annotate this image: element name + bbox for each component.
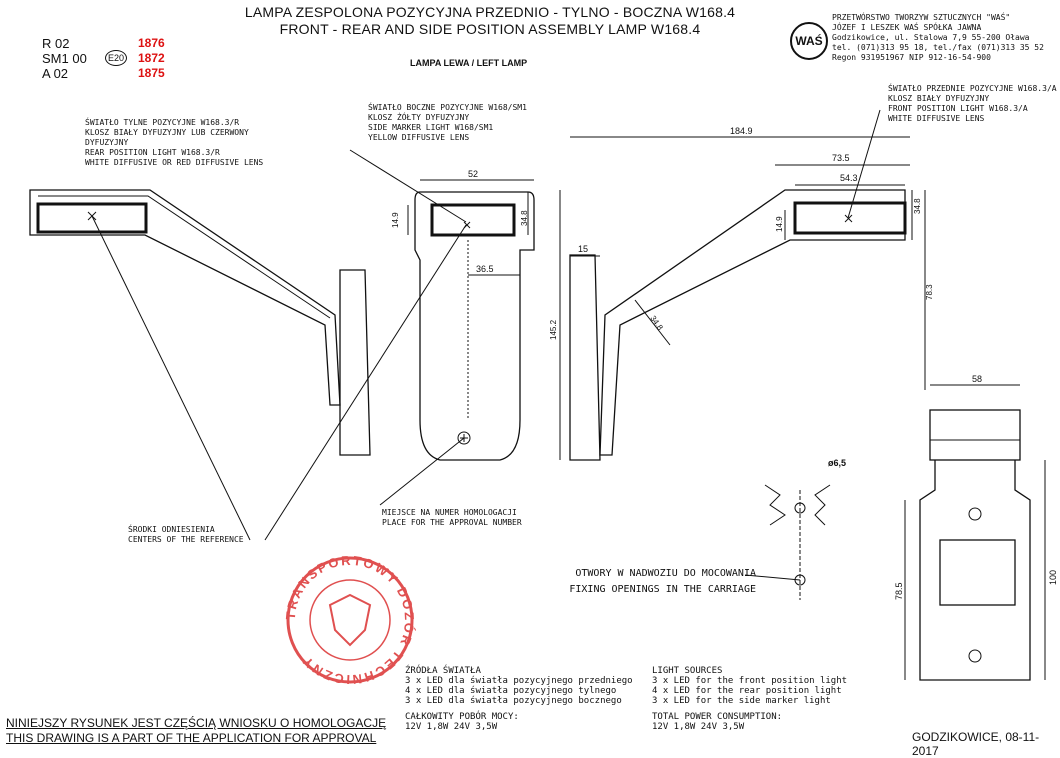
- dim-54-3: 54.3: [840, 173, 858, 183]
- center-lamp-body: [414, 191, 535, 461]
- label-line: CENTERS OF THE REFERENCE: [128, 535, 244, 544]
- sources-title: LIGHT SOURCES: [652, 666, 723, 676]
- company-line: tel. (071)313 95 18, tel./fax (071)313 3…: [832, 43, 1044, 52]
- label-line: ŚWIATŁO TYLNE POZYCYJNE W168.3/R: [85, 118, 240, 127]
- number-1: 1876: [138, 36, 165, 50]
- number-3: 1875: [138, 66, 165, 80]
- code-r: R 02: [42, 36, 70, 51]
- subtitle: LAMPA LEWA / LEFT LAMP: [410, 58, 528, 68]
- label-line: KLOSZ ŻÓŁTY DYFUZYJNY: [368, 113, 470, 122]
- label-line: FIXING OPENINGS IN THE CARRIAGE: [569, 584, 756, 595]
- sources-en: LIGHT SOURCES 3 x LED for the front posi…: [652, 666, 847, 732]
- dim-100: 100: [1048, 570, 1058, 585]
- dim-78-3: 78.3: [925, 284, 934, 300]
- source-line: 3 x LED dla światła pozycyjnego bocznego: [405, 696, 622, 706]
- code-list: R 02 SM1 00 A 02: [42, 36, 87, 81]
- source-line: 3 x LED dla światła pozycyjnego przednie…: [405, 676, 633, 686]
- left-rear-lens: [36, 202, 148, 234]
- fixing-label: OTWORY W NADWOZIU DO MOCOWANIA FIXING OP…: [560, 566, 756, 598]
- title-en: FRONT - REAR AND SIDE POSITION ASSEMBLY …: [279, 21, 701, 37]
- power-value: 12V 1,8W 24V 3,5W: [405, 722, 498, 732]
- left-base: [339, 269, 371, 456]
- dim-34-8c: 34.8: [648, 314, 665, 332]
- label-line: ŚWIATŁO PRZEDNIE POZYCYJNE W168.3/A: [888, 84, 1057, 93]
- dim-145-2: 145.2: [549, 319, 558, 340]
- footer-line-en: THIS DRAWING IS A PART OF THE APPLICATIO…: [6, 731, 377, 745]
- left-lamp-arm: [29, 189, 341, 406]
- label-line: WHITE DIFFUSIVE LENS: [888, 114, 985, 123]
- dim-34-8b: 34.8: [913, 198, 922, 214]
- right-front-lens: [793, 201, 907, 235]
- bottom-view-body: [919, 460, 1031, 681]
- front-light-label: ŚWIATŁO PRZEDNIE POZYCYJNE W168.3/A KLOS…: [888, 84, 1057, 124]
- label-line: FRONT POSITION LIGHT W168.3/A: [888, 104, 1028, 113]
- label-line: PLACE FOR THE APPROVAL NUMBER: [382, 518, 522, 527]
- side-light-label: ŚWIATŁO BOCZNE POZYCYJNE W168/SM1 KLOSZ …: [368, 103, 527, 143]
- number-2: 1872: [138, 51, 165, 65]
- dim-14-9: 14.9: [391, 212, 400, 228]
- stamp: TRANSPORTOWY DOZÓR TECHNICZNY: [283, 553, 417, 687]
- footer-line-pl: NINIEJSZY RYSUNEK JEST CZĘŚCIĄ WNIOSKU O…: [6, 716, 387, 730]
- company-line: Godzikowice, ul. Stalowa 7,9 55-200 Oław…: [832, 33, 1030, 42]
- dim-184-9: 184.9: [730, 126, 753, 136]
- e-mark: E20: [105, 50, 127, 66]
- rear-light-label: ŚWIATŁO TYLNE POZYCYJNE W168.3/R KLOSZ B…: [85, 118, 263, 168]
- approval-label: MIEJSCE NA NUMER HOMOLOGACJI PLACE FOR T…: [382, 508, 522, 528]
- right-lamp-arm: [599, 189, 906, 456]
- company-info: PRZETWÓRSTWO TWORZYW SZTUCZNYCH "WAŚ" JÓ…: [832, 13, 1044, 63]
- dim-hole: ø6,5: [828, 458, 846, 468]
- label-line: YELLOW DIFFUSIVE LENS: [368, 133, 470, 142]
- center-screw-hole: [457, 431, 471, 445]
- company-line: Regon 931951967 NIP 912-16-54-900: [832, 53, 991, 62]
- label-line: ŚRODKI ODNIESIENIA: [128, 525, 215, 534]
- power-title: TOTAL POWER CONSUMPTION:: [652, 712, 783, 722]
- label-line: REAR POSITION LIGHT W168.3/R: [85, 148, 220, 157]
- center-side-lens: [430, 203, 516, 237]
- source-line: 3 x LED for the front position light: [652, 676, 848, 686]
- company-logo: WAŚ: [790, 22, 828, 60]
- power-title: CAŁKOWITY POBÓR MOCY:: [405, 712, 519, 722]
- svg-text:TRANSPORTOWY DOZÓR TECHNICZNY: TRANSPORTOWY DOZÓR TECHNICZNY: [283, 553, 417, 687]
- dim-78-5: 78.5: [894, 582, 904, 600]
- label-line: WHITE DIFFUSIVE OR RED DIFFUSIVE LENS: [85, 158, 264, 167]
- footer-date: GODZIKOWICE, 08-11-2017: [912, 730, 1040, 758]
- sources-pl: ŹRÓDŁA ŚWIATŁA 3 x LED dla światła pozyc…: [405, 666, 633, 732]
- dim-14-9b: 14.9: [775, 216, 784, 232]
- code-sm: SM1 00: [42, 51, 87, 66]
- power-value: 12V 1,8W 24V 3,5W: [652, 722, 745, 732]
- source-line: 4 x LED dla światła pozycyjnego tylnego: [405, 686, 617, 696]
- code-a: A 02: [42, 66, 69, 81]
- title-pl: LAMPA ZESPOLONA POZYCYJNA PRZEDNIO - TYL…: [244, 4, 736, 20]
- dim-36-5: 36.5: [476, 264, 494, 274]
- dim-58: 58: [972, 374, 982, 384]
- company-line: PRZETWÓRSTWO TWORZYW SZTUCZNYCH "WAŚ": [832, 13, 1011, 22]
- label-line: OTWORY W NADWOZIU DO MOCOWANIA: [575, 568, 756, 579]
- label-line: ŚWIATŁO BOCZNE POZYCYJNE W168/SM1: [368, 103, 527, 112]
- dim-52: 52: [468, 169, 478, 179]
- dim-15: 15: [578, 244, 588, 254]
- source-line: 4 x LED for the rear position light: [652, 686, 842, 696]
- label-line: KLOSZ BIAŁY DYFUZYJNY: [888, 94, 990, 103]
- sources-title: ŹRÓDŁA ŚWIATŁA: [405, 666, 481, 676]
- reference-label: ŚRODKI ODNIESIENIA CENTERS OF THE REFERE…: [128, 525, 244, 545]
- footer-note: NINIEJSZY RYSUNEK JEST CZĘŚCIĄ WNIOSKU O…: [6, 716, 386, 746]
- stamp-text: TRANSPORTOWY DOZÓR TECHNICZNY: [283, 553, 415, 687]
- company-line: JÓZEF I LESZEK WAŚ SPÓŁKA JAWNA: [832, 23, 982, 32]
- label-line: DYFUZYJNY: [85, 138, 129, 147]
- label-line: SIDE MARKER LIGHT W168/SM1: [368, 123, 494, 132]
- dim-73-5: 73.5: [832, 153, 850, 163]
- bottom-view-top: [929, 409, 1021, 461]
- right-base: [569, 254, 601, 461]
- dim-34-8: 34.8: [520, 210, 529, 226]
- label-line: KLOSZ BIAŁY DYFUZYJNY LUB CZERWONY: [85, 128, 249, 137]
- label-line: MIEJSCE NA NUMER HOMOLOGACJI: [382, 508, 517, 517]
- approval-numbers: 1876 1872 1875: [138, 36, 165, 81]
- source-line: 3 x LED for the side marker light: [652, 696, 831, 706]
